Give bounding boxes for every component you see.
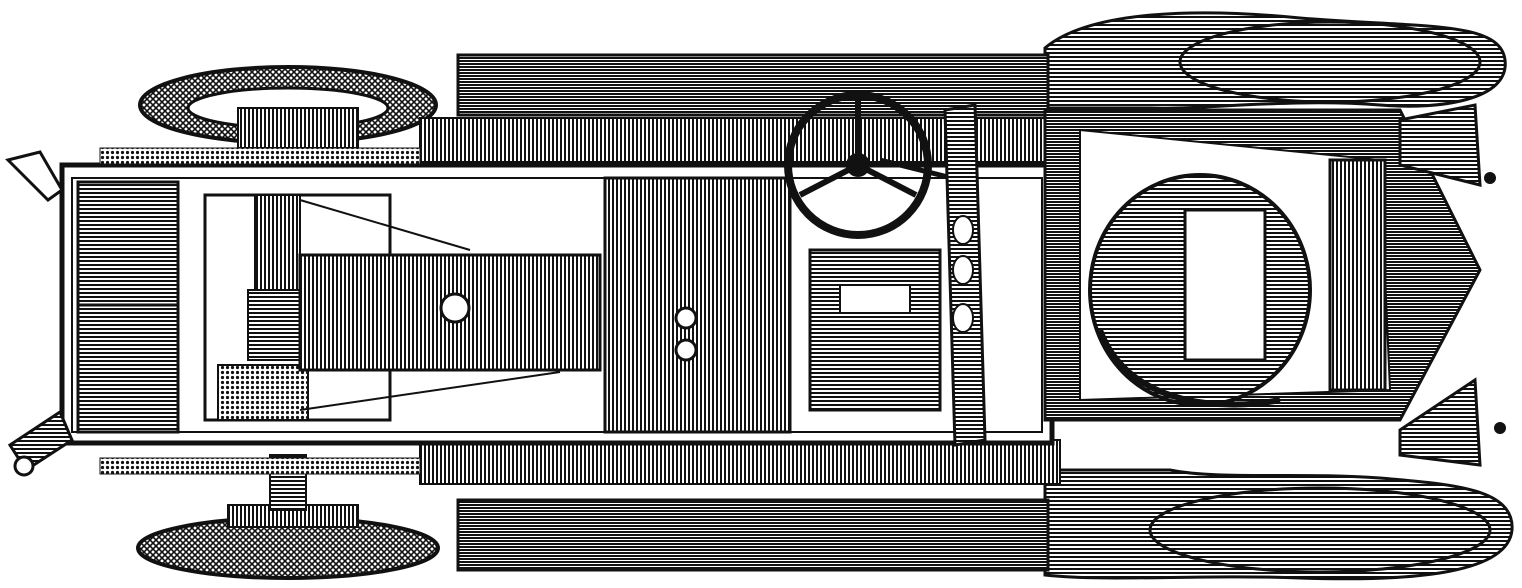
dashboard [943,103,987,447]
rear-right-tire [1043,11,1507,110]
front-crank [5,150,74,477]
radiator [76,180,180,434]
transmission [603,176,942,434]
bottom-running-board [419,439,1061,572]
frame-studs [99,147,421,475]
fuel-tank [1088,173,1312,408]
crankcase [298,253,602,372]
rear-axle [1328,103,1506,467]
front-left-tire [136,454,440,580]
front-right-tire [138,65,438,149]
rear-left-tire [1043,468,1514,581]
